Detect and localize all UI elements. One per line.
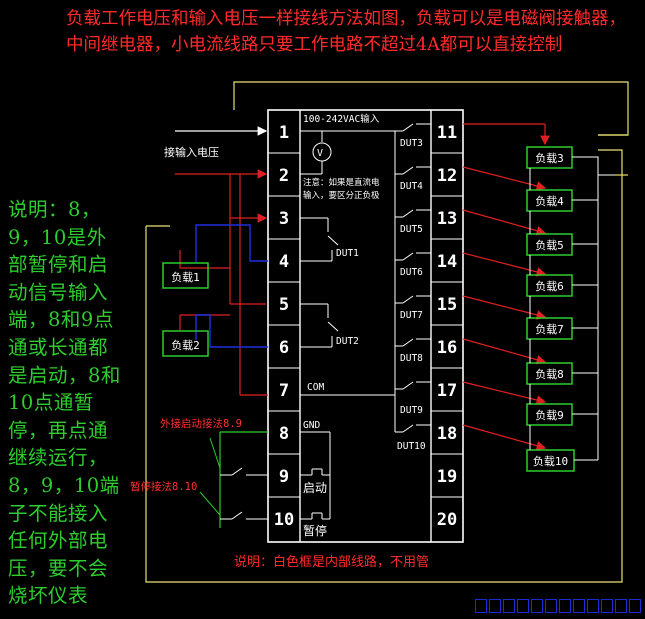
load-box-2: 负载2 xyxy=(162,330,209,357)
supply-label: 100-242VAC输入 xyxy=(303,113,380,125)
gnd-label: GND xyxy=(303,420,320,431)
caution-line-2: 输入，要区分正负极 xyxy=(303,190,380,201)
pin-17: 17 xyxy=(437,381,457,401)
footer-box-icon xyxy=(517,599,529,613)
svg-text:负载1: 负载1 xyxy=(171,270,200,284)
load-label-10: 负载10 xyxy=(533,454,568,468)
red-wiring-right xyxy=(462,123,550,451)
pin-11: 11 xyxy=(437,123,457,143)
start-label: 启动 xyxy=(303,481,327,495)
footer-box-icon xyxy=(559,599,571,613)
pin-5: 5 xyxy=(279,295,289,315)
com-label: COM xyxy=(307,382,324,393)
load-label-7: 负载7 xyxy=(535,322,564,336)
load-label-9: 负载9 xyxy=(535,408,564,422)
bottom-note: 说明：白色框是内部线路，不用管 xyxy=(234,554,429,570)
output-label-dut4: DUT4 xyxy=(400,181,423,192)
output-label-dut1: DUT1 xyxy=(336,248,359,259)
footer-boxes xyxy=(475,599,641,613)
pin-20: 20 xyxy=(437,510,457,530)
output-label-dut9: DUT9 xyxy=(400,405,423,416)
output-label-dut2: DUT2 xyxy=(336,336,359,347)
output-label-dut7: DUT7 xyxy=(400,310,423,321)
external-switch-wiring xyxy=(199,431,268,528)
pin-19: 19 xyxy=(437,467,457,487)
footer-box-icon xyxy=(503,599,515,613)
footer-box-icon xyxy=(545,599,557,613)
pin-4: 4 xyxy=(279,252,289,272)
header-description: 负载工作电压和输入电压一样接线方法如图，负载可以是电磁阀接触器，中间继电器，小电… xyxy=(66,9,626,55)
pin-3: 3 xyxy=(279,209,289,229)
svg-text:负载2: 负载2 xyxy=(171,338,200,352)
footer-box-icon xyxy=(629,599,641,613)
return-chain-right xyxy=(529,156,614,461)
footer-box-icon xyxy=(475,599,487,613)
output-label-dut10: DUT10 xyxy=(397,441,426,452)
pin-12: 12 xyxy=(437,166,457,186)
footer-box-icon xyxy=(489,599,501,613)
output-label-dut8: DUT8 xyxy=(400,353,423,364)
side-note: 说明：8，9，10是外部暂停和启动信号输入端，8和9点通或长通都是启动，8和10… xyxy=(8,198,121,608)
pin-1: 1 xyxy=(279,123,289,143)
input-voltage-label: 接输入电压 xyxy=(164,145,219,159)
pin-10: 10 xyxy=(274,510,294,530)
pin-9: 9 xyxy=(279,467,289,487)
footer-box-icon xyxy=(601,599,613,613)
terminal-block xyxy=(267,109,464,543)
load-label-4: 负载4 xyxy=(535,194,564,208)
red-wiring-left xyxy=(179,174,268,396)
caution-line-1: 注意：如果是直流电 xyxy=(303,177,380,188)
internal-circuit xyxy=(300,123,431,520)
pin-18: 18 xyxy=(437,424,457,444)
load-label-5: 负载5 xyxy=(535,238,564,252)
load-label-3: 负载3 xyxy=(535,151,564,165)
pause-wiring-label: 暂停接法8.10 xyxy=(130,480,197,493)
load-label-8: 负载8 xyxy=(535,367,564,381)
load-label-6: 负载6 xyxy=(535,279,564,293)
pin-6: 6 xyxy=(279,338,289,358)
footer-box-icon xyxy=(531,599,543,613)
input-wiring: 接输入电压 xyxy=(164,126,268,179)
yellow-wiring xyxy=(145,81,629,583)
ext-start-label: 外接启动接法8.9 xyxy=(160,417,242,430)
blue-wiring-left xyxy=(195,224,268,348)
load-box-1: 负载1 xyxy=(162,262,209,289)
pin-15: 15 xyxy=(437,295,457,315)
pin-7: 7 xyxy=(279,381,289,401)
footer-box-icon xyxy=(587,599,599,613)
pin-8: 8 xyxy=(279,424,289,444)
voltmeter-symbol: V xyxy=(317,148,323,159)
output-label-dut5: DUT5 xyxy=(400,224,423,235)
output-label-dut6: DUT6 xyxy=(400,267,423,278)
footer-box-icon xyxy=(615,599,627,613)
output-label-dut3: DUT3 xyxy=(400,138,423,149)
pin-2: 2 xyxy=(279,166,289,186)
footer-box-icon xyxy=(573,599,585,613)
pause-label: 暂停 xyxy=(303,523,327,538)
pin-14: 14 xyxy=(437,252,457,272)
pin-13: 13 xyxy=(437,209,457,229)
pin-16: 16 xyxy=(437,338,457,358)
